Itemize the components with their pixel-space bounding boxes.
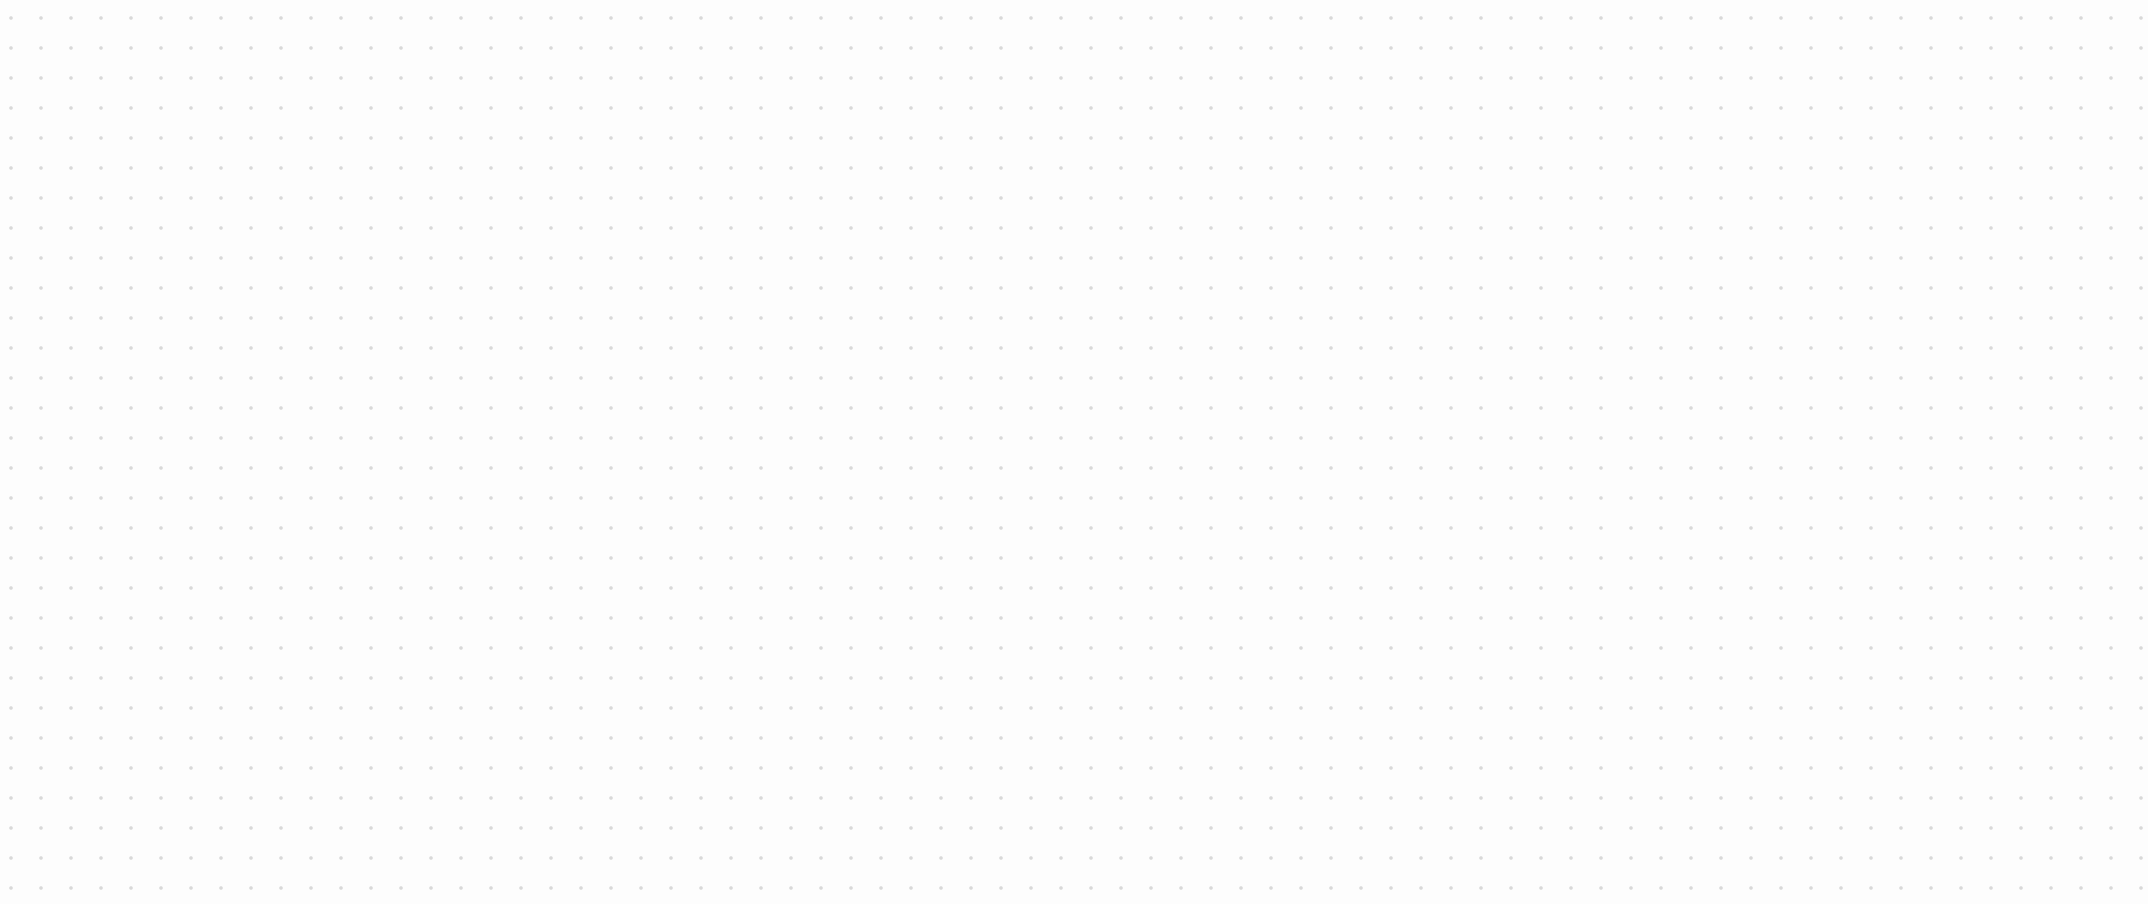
edges-layer: [0, 0, 2148, 904]
lineage-canvas[interactable]: { "diagram": { "type": "data-lineage-dag…: [0, 0, 2148, 904]
